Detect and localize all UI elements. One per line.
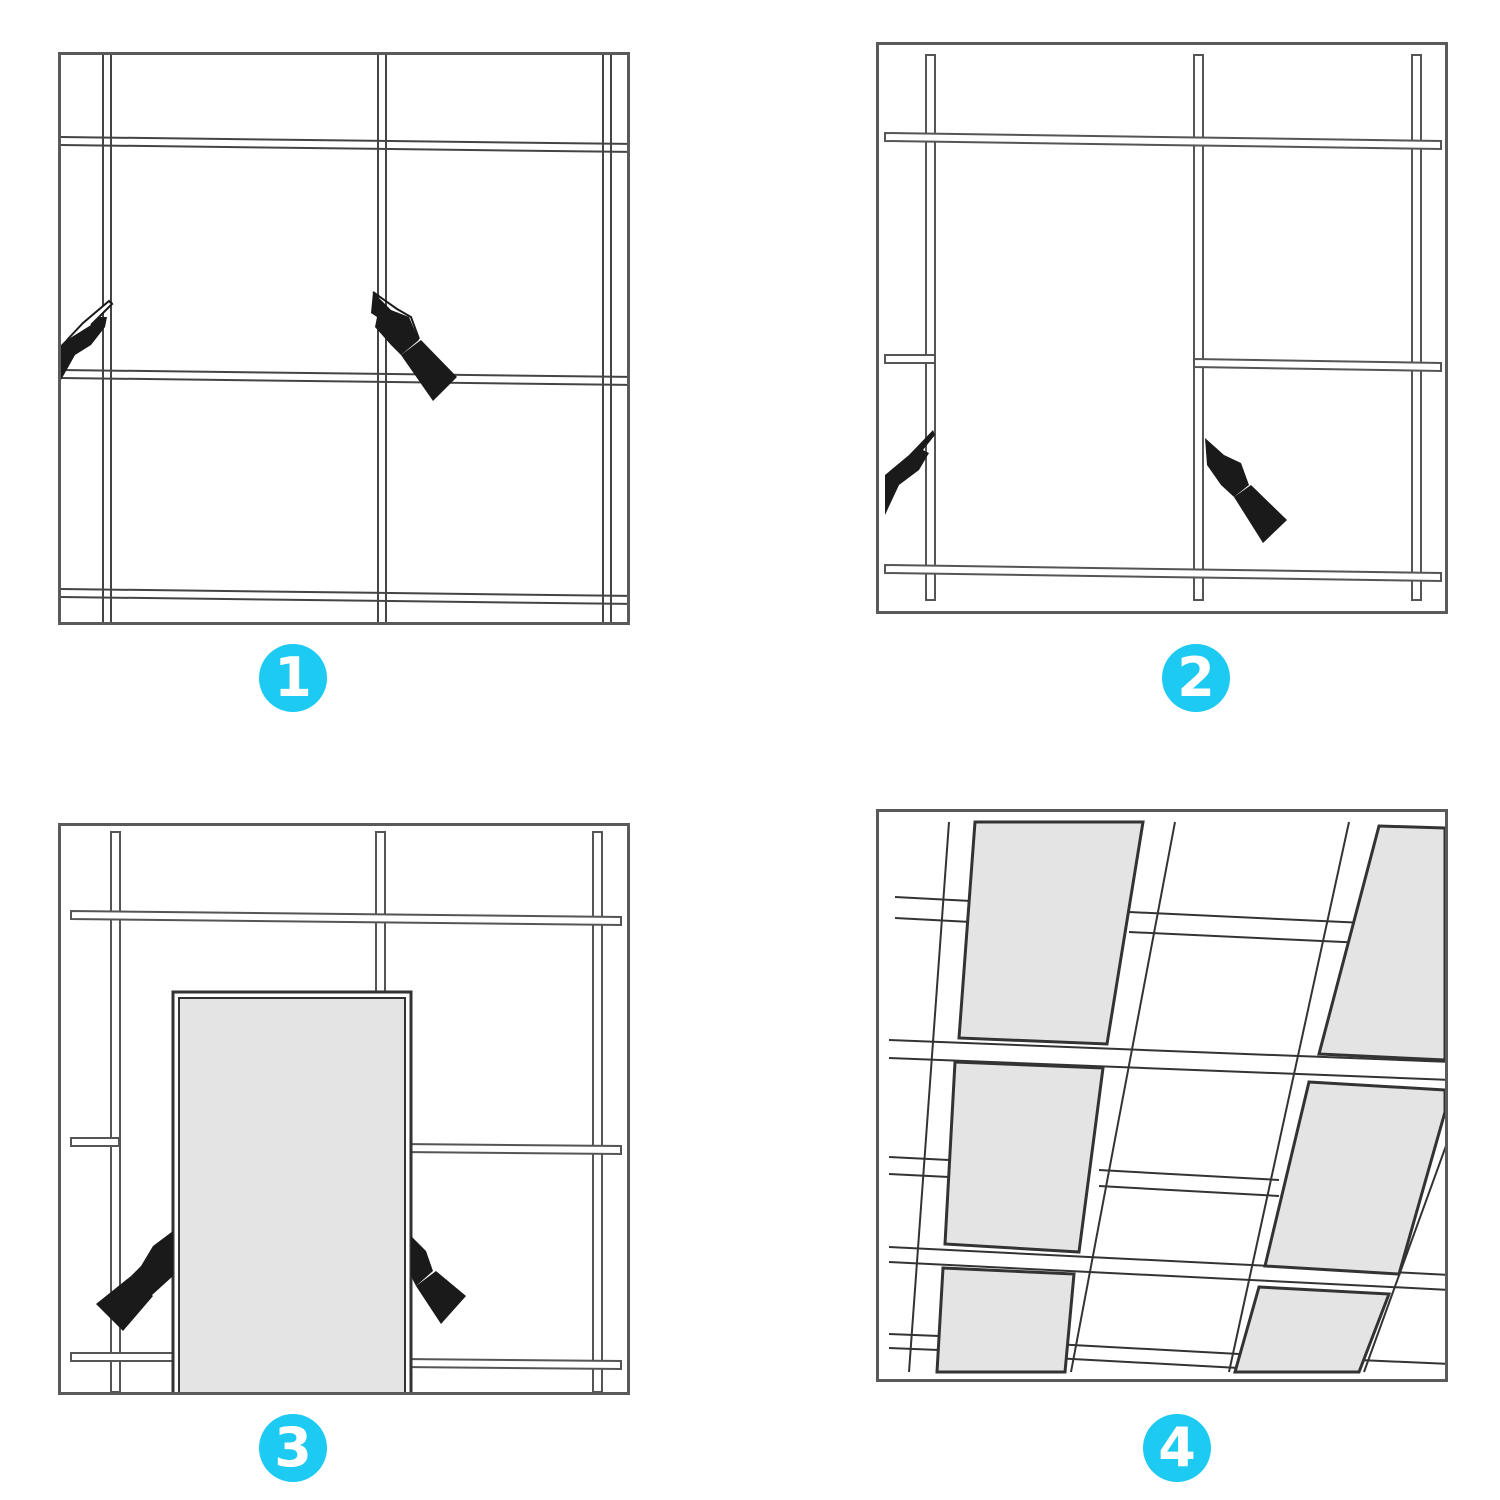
- step-1-illustration: [58, 52, 630, 625]
- pointing-hand-icon: [61, 299, 114, 380]
- step-number-badge: 3: [259, 1414, 327, 1482]
- grid-diagram: [888, 820, 1445, 1374]
- pointing-hand-icon: [1205, 438, 1287, 543]
- step-number-badge: 2: [1162, 644, 1230, 712]
- ceiling-panel: [171, 990, 413, 1392]
- grid-diagram: [61, 55, 627, 622]
- step-3-illustration: [58, 823, 630, 1395]
- step-number-badge: 4: [1143, 1414, 1211, 1482]
- pointing-hand-icon: [885, 430, 935, 515]
- installed-panels: [935, 820, 1445, 1374]
- grid-diagram: [70, 831, 622, 1392]
- step-number-badge: 1: [259, 644, 327, 712]
- grid-diagram: [884, 54, 1442, 601]
- step-4-illustration: [876, 809, 1448, 1382]
- pointing-hand-icon: [371, 291, 457, 401]
- step-2-illustration: [876, 42, 1448, 614]
- holding-hand-icon: [411, 1236, 466, 1324]
- holding-hand-icon: [96, 1231, 173, 1331]
